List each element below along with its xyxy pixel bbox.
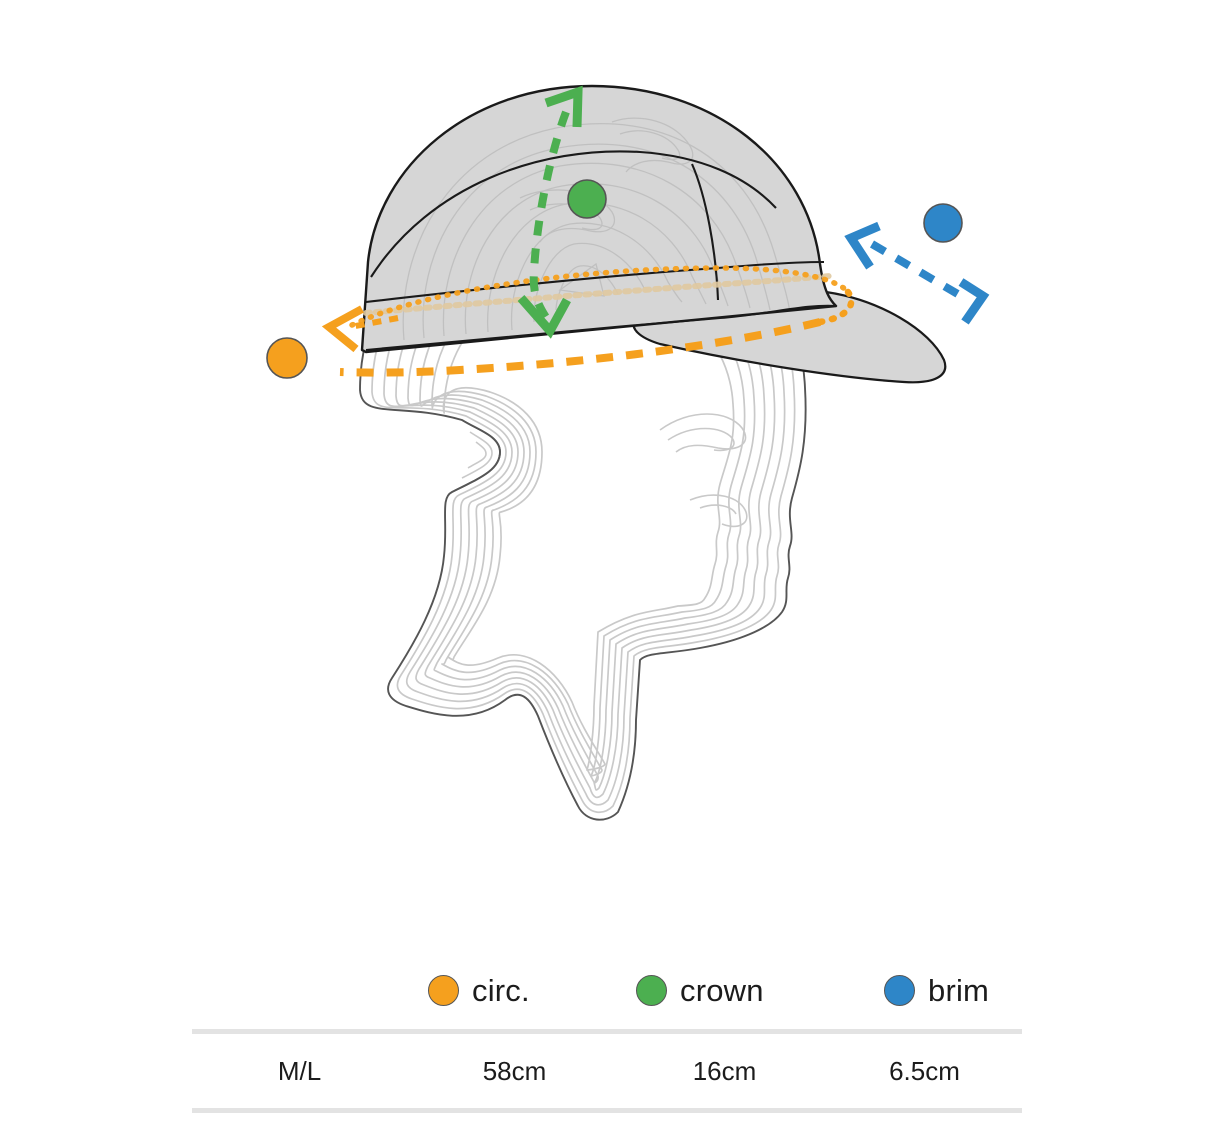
cap-sweatband-line [363, 273, 833, 316]
circ-marker-dot [266, 337, 308, 379]
table-cell-brim: 6.5cm [889, 1055, 960, 1086]
brim-arrow-line [869, 240, 971, 304]
table-row: M/L 58cm 16cm 6.5cm [192, 1034, 1022, 1108]
table-cell-size: M/L [277, 1055, 322, 1086]
legend-label-circ: circ. [472, 972, 530, 1008]
crown-arrowhead-top [544, 85, 583, 128]
crown-arrowhead-bottom [517, 295, 571, 339]
legend-item-brim[interactable]: brim [884, 966, 989, 1014]
brim-arrowhead-left [844, 221, 881, 270]
table-rule-bottom [192, 1108, 1022, 1113]
cap-seam-brim-edge [365, 304, 837, 352]
table-cell-circ: 58cm [482, 1055, 547, 1086]
cap-fit-illustration [266, 84, 990, 821]
crown-arrow-line [529, 110, 570, 325]
size-table: M/L 58cm 16cm 6.5cm [192, 1029, 1022, 1113]
legend-label-crown: crown [680, 972, 764, 1008]
circ-arrowhead [321, 305, 364, 353]
legend-label-brim: brim [928, 972, 990, 1008]
legend-item-crown[interactable]: crown [636, 966, 764, 1014]
cap-seam-top [370, 150, 777, 278]
circ-pointer-line [349, 315, 399, 330]
legend: circ. crown brim [0, 955, 1214, 1025]
crown-marker-dot [567, 179, 607, 219]
table-cell-crown: 16cm [692, 1055, 757, 1086]
brim-arrowhead-right [958, 278, 990, 325]
legend-swatch-circ-icon [428, 974, 459, 1006]
brim-marker-dot [923, 203, 963, 243]
circ-ellipse-front [339, 318, 821, 377]
brim-annotation [844, 203, 990, 325]
circ-ellipse-wrap [816, 288, 855, 326]
crown-annotation [517, 85, 607, 339]
circumference-annotation [266, 265, 855, 379]
legend-swatch-crown-icon [636, 974, 667, 1006]
table-rule-top [192, 1029, 1022, 1034]
legend-swatch-brim-icon [884, 974, 915, 1006]
cap [360, 84, 947, 384]
circ-ellipse-back [349, 265, 851, 328]
legend-item-circ[interactable]: circ. [428, 966, 530, 1014]
